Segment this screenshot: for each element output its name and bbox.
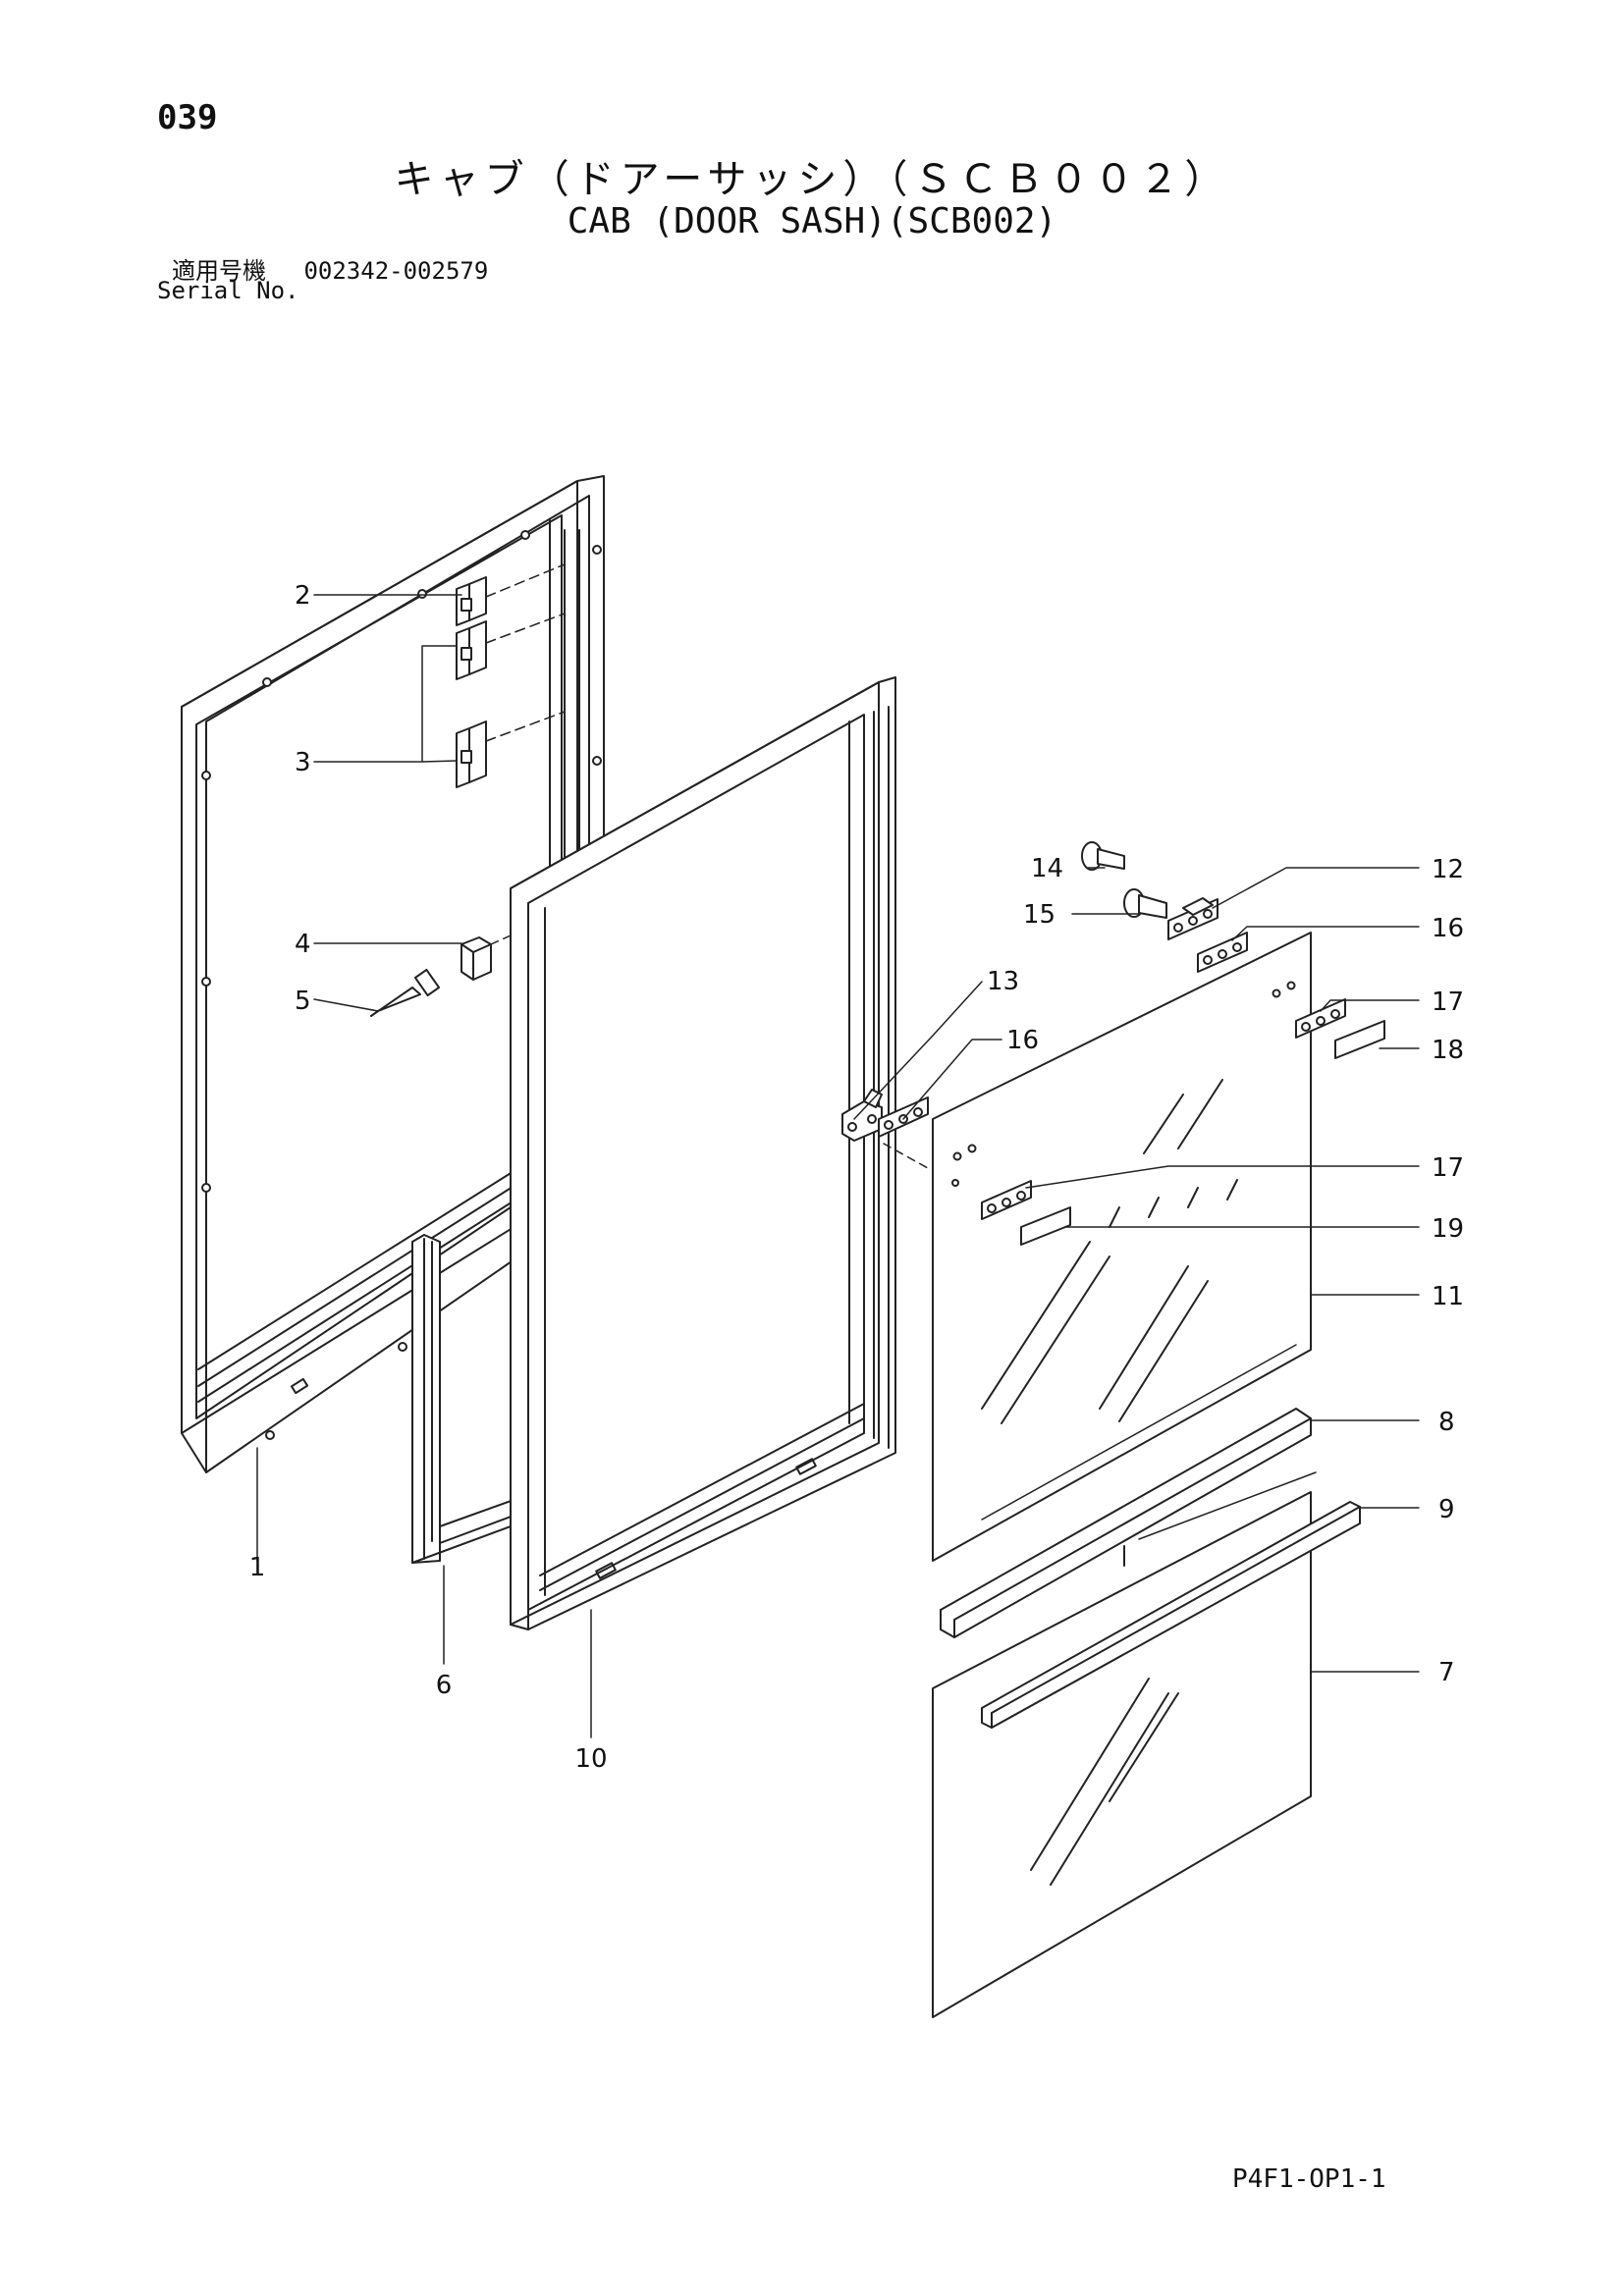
front-door-frame xyxy=(510,676,896,1630)
upper-glass-panel xyxy=(932,932,1312,1562)
shoulder-bolt xyxy=(1123,888,1167,919)
stopper-block xyxy=(460,936,492,981)
hinge-plate-side xyxy=(878,1096,929,1138)
callout-10: 10 xyxy=(574,1744,607,1774)
callout-labels: 1 2 3 4 5 6 7 8 9 10 11 12 13 14 15 16 1… xyxy=(249,581,1464,1774)
hinge-plate-top xyxy=(1197,932,1248,973)
callout-1: 1 xyxy=(249,1553,266,1582)
pin xyxy=(370,968,441,1017)
callout-6: 6 xyxy=(436,1671,453,1700)
callout-16-top: 16 xyxy=(1432,914,1464,943)
callout-12: 12 xyxy=(1432,855,1464,884)
callout-2: 2 xyxy=(295,581,311,611)
page-title-japanese: キャブ（ドアーサッシ）（ＳＣＢ００２） xyxy=(394,157,1230,202)
callout-17-lower: 17 xyxy=(1432,1153,1464,1183)
callout-11: 11 xyxy=(1432,1282,1464,1311)
callout-18: 18 xyxy=(1432,1036,1464,1065)
glass-fitting-pad-lower xyxy=(1020,1206,1071,1246)
glass-fitting-plate-upper xyxy=(1295,998,1346,1039)
lower-glass-panel xyxy=(932,1491,1312,2018)
callout-9: 9 xyxy=(1438,1495,1455,1524)
callout-14: 14 xyxy=(1031,854,1063,883)
callout-5: 5 xyxy=(295,987,311,1016)
callout-3: 3 xyxy=(295,748,311,777)
callout-4: 4 xyxy=(295,930,311,959)
glass-fitting-plate-lower xyxy=(981,1180,1032,1220)
callout-7: 7 xyxy=(1438,1658,1455,1687)
page-title-english: CAB (DOOR SASH)(SCB002) xyxy=(567,201,1057,241)
frame-clip-3-upper xyxy=(456,620,487,680)
glass-channel xyxy=(940,1408,1312,1638)
frame-clip-3-lower xyxy=(456,721,487,788)
bolt xyxy=(1081,841,1125,871)
serial-label-english: Serial No. xyxy=(157,277,299,304)
glass-fitting-pad-upper xyxy=(1334,1020,1385,1059)
page-number: 039 xyxy=(157,98,218,137)
callout-8: 8 xyxy=(1438,1408,1455,1437)
callout-19: 19 xyxy=(1432,1214,1464,1244)
hinge-bracket xyxy=(1167,897,1218,940)
serial-label-japanese: 適用号機 xyxy=(172,257,266,285)
callout-13: 13 xyxy=(987,967,1019,996)
callout-17-upper: 17 xyxy=(1432,988,1464,1017)
serial-range: 002342-002579 xyxy=(303,257,489,285)
handle-rail xyxy=(981,1501,1361,1729)
callout-16-side: 16 xyxy=(1006,1026,1039,1055)
page-code: P4F1-OP1-1 xyxy=(1232,2164,1386,2194)
callout-15: 15 xyxy=(1023,900,1056,930)
serial-range-row: 適用号機 002342-002579 xyxy=(172,251,512,286)
